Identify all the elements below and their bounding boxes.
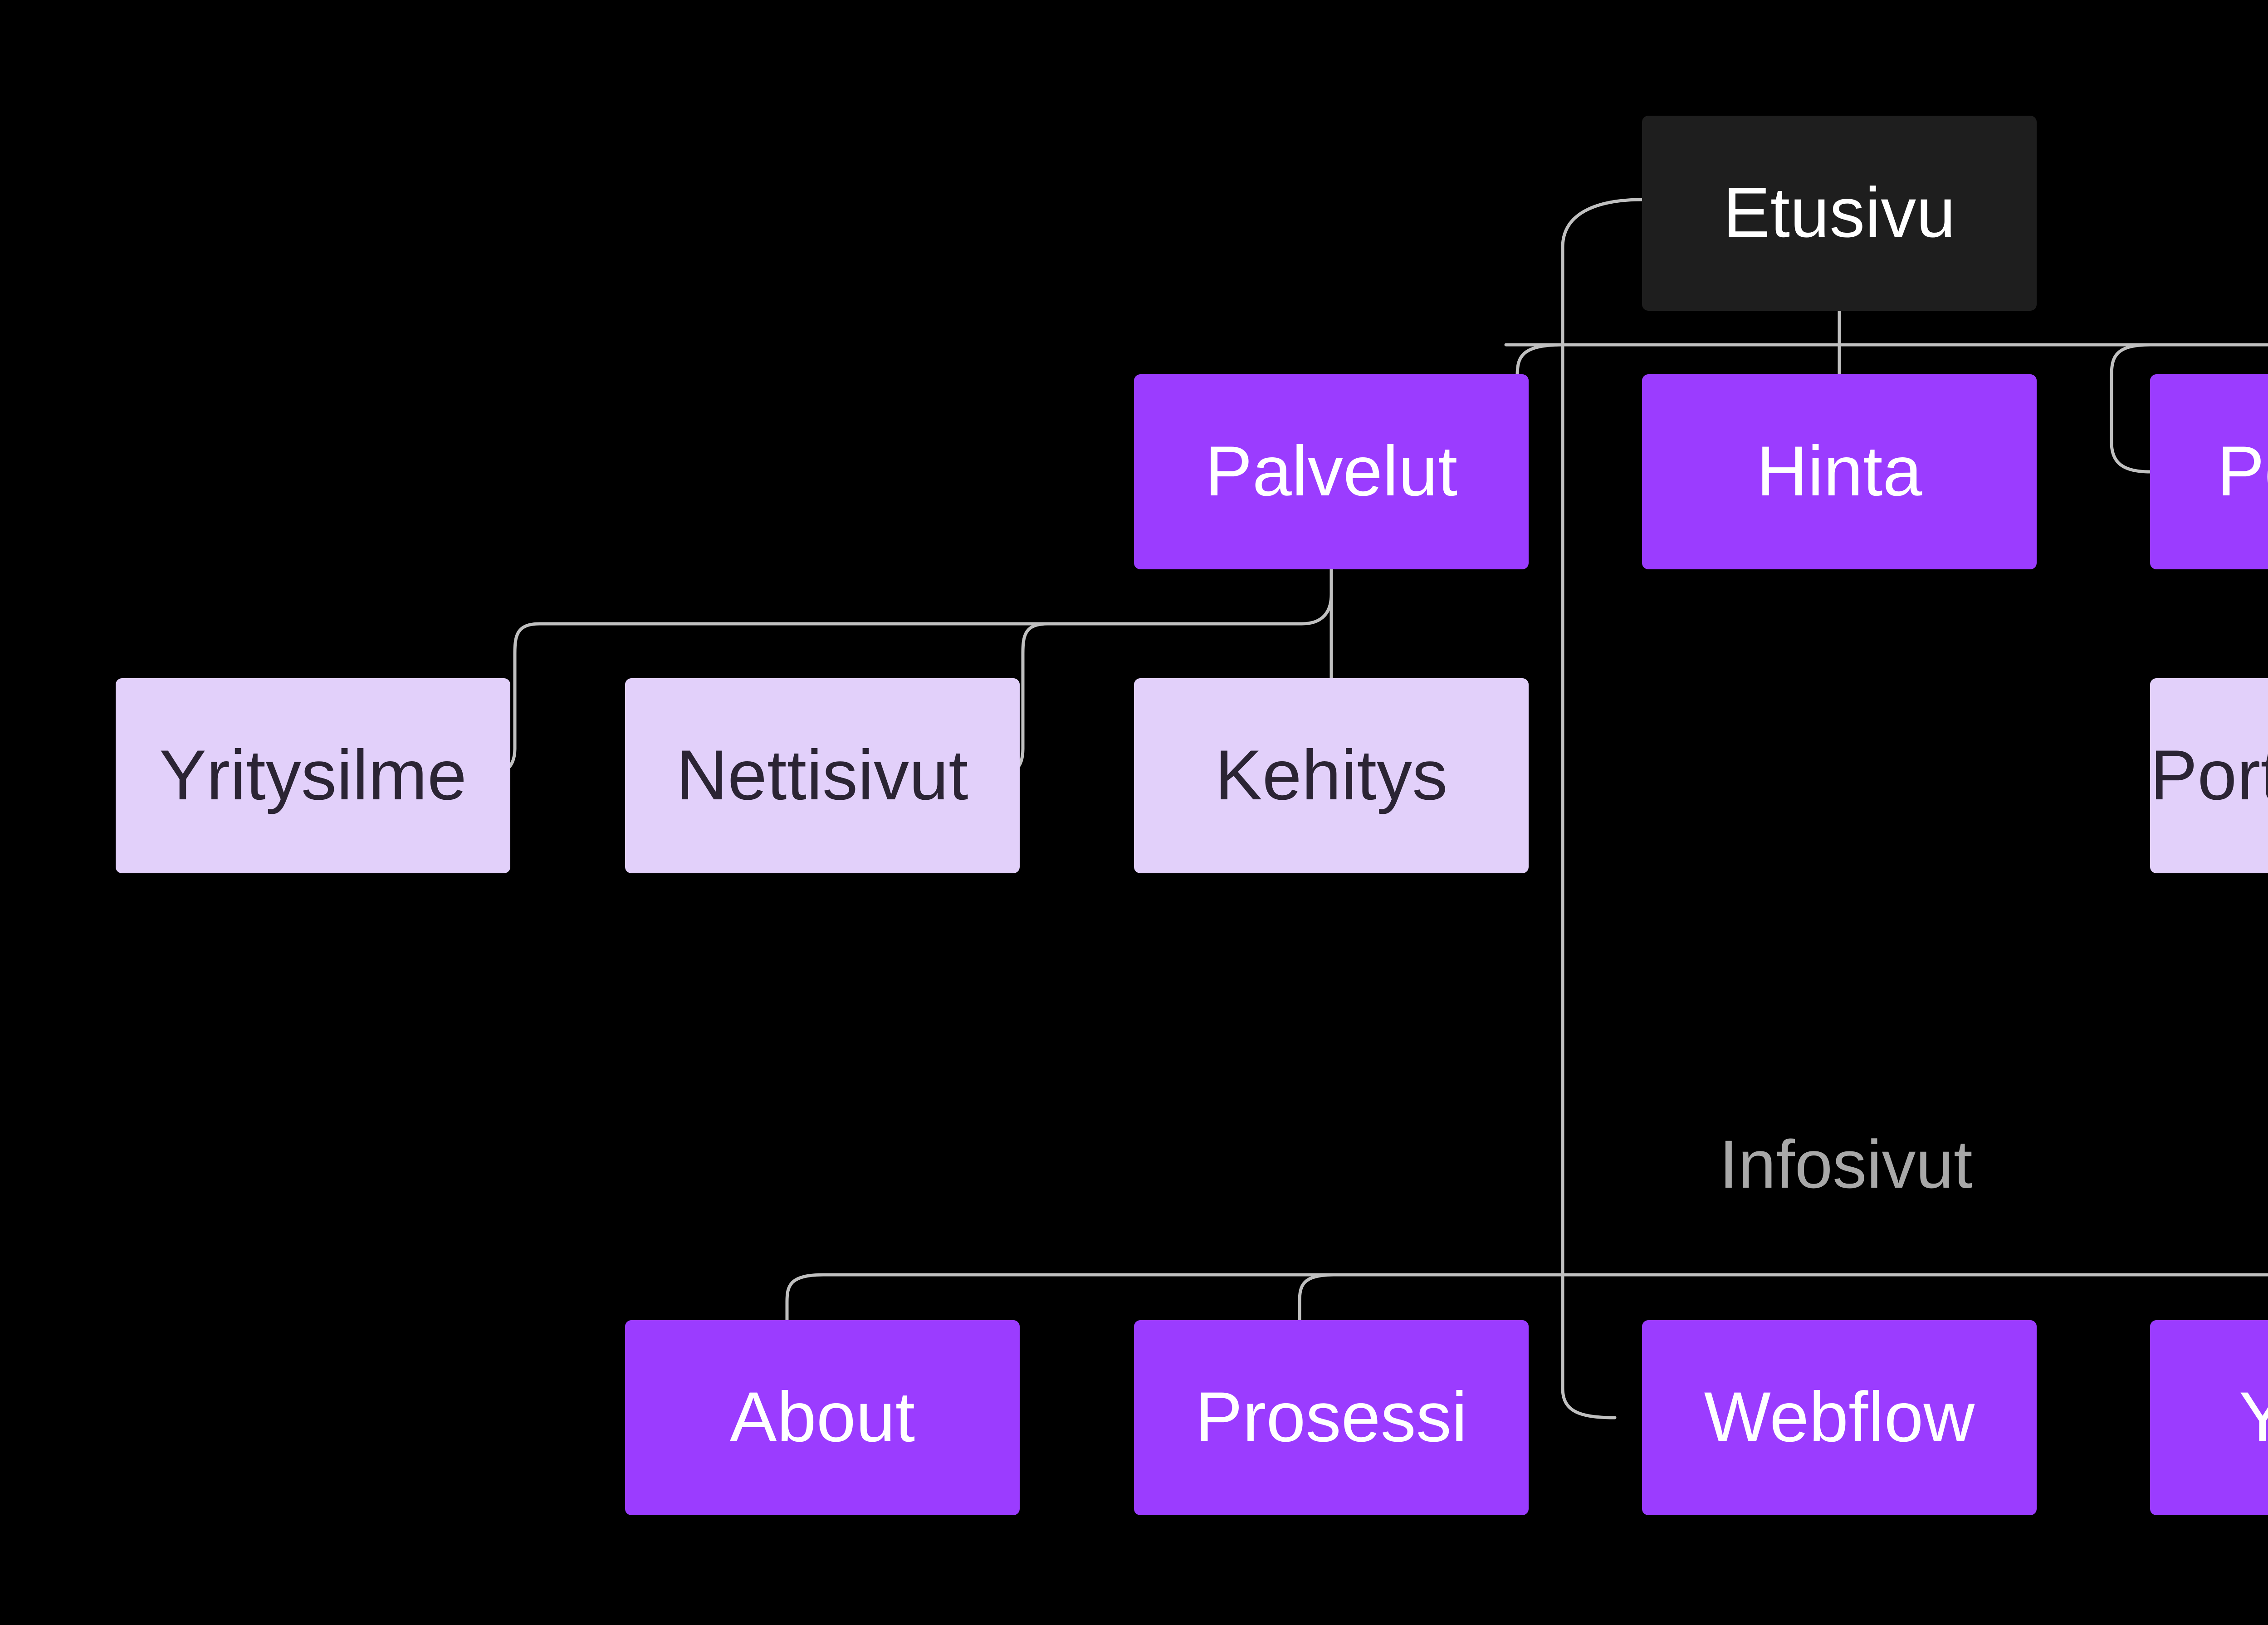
node-kehitys[interactable]: Kehitys bbox=[1134, 678, 1529, 873]
node-label: Portfolioitem bbox=[2150, 736, 2268, 815]
group-label-text: Infosivut bbox=[1719, 1126, 1973, 1202]
node-etusivu[interactable]: Etusivu bbox=[1642, 116, 2037, 311]
node-portfolioitem[interactable]: Portfolioitem bbox=[2150, 678, 2268, 873]
node-portfolio[interactable]: Portfolio bbox=[2150, 374, 2268, 569]
node-yhtyes[interactable]: Yhtyes bbox=[2150, 1320, 2268, 1515]
node-hinta[interactable]: Hinta bbox=[1642, 374, 2037, 569]
node-webflow[interactable]: Webflow bbox=[1642, 1320, 2037, 1515]
edge-root-infosivut-trunk bbox=[1561, 198, 1644, 1277]
node-label: Etusivu bbox=[1723, 173, 1956, 253]
node-label: Webflow bbox=[1704, 1378, 1975, 1457]
edge-root-to-portfolio bbox=[2110, 343, 2152, 474]
node-label: Hinta bbox=[1756, 432, 1922, 511]
edge-trunk-to-webflow bbox=[1561, 1273, 1617, 1419]
node-label: About bbox=[729, 1378, 915, 1457]
node-palvelut[interactable]: Palvelut bbox=[1134, 374, 1529, 569]
edge-infosivut-to-about bbox=[785, 1273, 825, 1322]
edge-infosivut-to-prosessi bbox=[1298, 1273, 1335, 1322]
node-label: Kehitys bbox=[1215, 736, 1448, 815]
group-label-infosivut: Infosivut bbox=[1719, 1125, 1973, 1204]
node-about[interactable]: About bbox=[625, 1320, 1020, 1515]
node-label: Yhtyes bbox=[2239, 1378, 2268, 1457]
node-yritysilme[interactable]: Yritysilme bbox=[116, 678, 510, 873]
node-label: Yritysilme bbox=[159, 736, 467, 815]
node-label: Portfolio bbox=[2217, 432, 2268, 511]
node-label: Nettisivut bbox=[676, 736, 968, 815]
node-nettisivut[interactable]: Nettisivut bbox=[625, 678, 1020, 873]
node-label: Palvelut bbox=[1205, 432, 1458, 511]
edge-palvelut-bus bbox=[538, 592, 1333, 626]
node-prosessi[interactable]: Prosessi bbox=[1134, 1320, 1529, 1515]
node-label: Prosessi bbox=[1195, 1378, 1467, 1457]
